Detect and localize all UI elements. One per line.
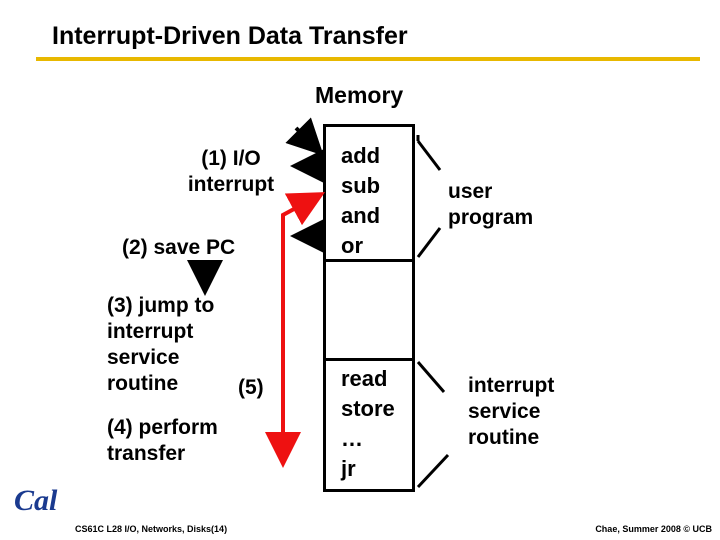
footer-course-info: CS61C L28 I/O, Networks, Disks(14)	[75, 524, 228, 534]
step-3-label: (3) jump to interrupt service routine	[107, 294, 215, 395]
interrupt-service-routine-label: interrupt service routine	[468, 374, 555, 449]
title-divider	[36, 57, 700, 61]
memory-label: Memory	[315, 82, 404, 108]
step-2-label: (2) save PC	[122, 236, 236, 259]
memory-divider-top	[323, 124, 415, 127]
jump-to-isr-arrow	[281, 192, 326, 383]
memory-divider-lower	[323, 358, 415, 361]
isr-brace	[416, 361, 450, 489]
user-program-label: user program	[448, 180, 534, 229]
user-program-brace	[416, 135, 442, 258]
footer-attribution: Chae, Summer 2008 © UCB	[595, 524, 712, 534]
step-4-label: (4) perform transfer	[107, 416, 218, 465]
memory-column-box	[323, 124, 415, 492]
memory-divider-bottom	[323, 489, 415, 492]
step-5-label: (5)	[238, 376, 264, 399]
user-program-code: add sub and or	[341, 143, 381, 258]
page-title: Interrupt-Driven Data Transfer	[52, 22, 408, 50]
execution-entry-arrow	[285, 117, 324, 156]
step-1-label: (1) I/O interrupt	[187, 147, 275, 196]
isr-code: read store … jr	[341, 366, 395, 481]
memory-divider-upper	[323, 259, 415, 262]
cal-logo: Cal	[14, 484, 58, 517]
